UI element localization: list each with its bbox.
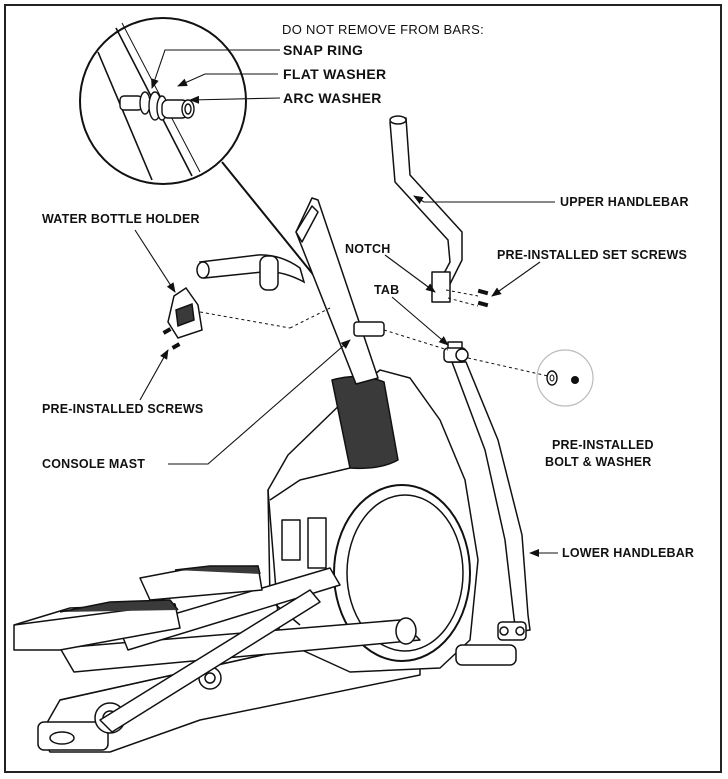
- header-note: DO NOT REMOVE FROM BARS:: [282, 22, 484, 37]
- pre-installed-set-screws-label: PRE-INSTALLED SET SCREWS: [497, 248, 687, 262]
- flat-washer-label: FLAT WASHER: [283, 66, 387, 82]
- pre-installed-bolt-label-line2: BOLT & WASHER: [545, 455, 652, 469]
- pre-installed-bolt-label-line1: PRE-INSTALLED: [552, 438, 654, 452]
- bolt-washer-detail: [536, 349, 594, 407]
- notch-label: NOTCH: [345, 242, 391, 256]
- water-bottle-holder: [167, 286, 203, 339]
- flywheel-shroud: [267, 369, 479, 673]
- console-mast-label: CONSOLE MAST: [42, 457, 146, 471]
- holder-screws: [162, 327, 181, 350]
- water-bottle-holder-label: WATER BOTTLE HOLDER: [42, 212, 200, 226]
- upper-handlebar-label: UPPER HANDLEBAR: [560, 195, 689, 209]
- lower-handlebar: [443, 341, 531, 666]
- tab-label: TAB: [374, 283, 400, 297]
- pedals: [13, 565, 263, 651]
- snap-ring-label: SNAP RING: [283, 42, 364, 58]
- pre-installed-screws-label: PRE-INSTALLED SCREWS: [42, 402, 204, 416]
- stationary-handlebar: [196, 254, 306, 291]
- set-screws: [477, 288, 489, 308]
- arc-washer-label: ARC WASHER: [283, 90, 382, 106]
- upper-handlebar: [389, 115, 463, 303]
- lower-handlebar-label: LOWER HANDLEBAR: [562, 546, 695, 560]
- detail-magnifier: [79, 17, 247, 185]
- console-mast: [295, 197, 385, 385]
